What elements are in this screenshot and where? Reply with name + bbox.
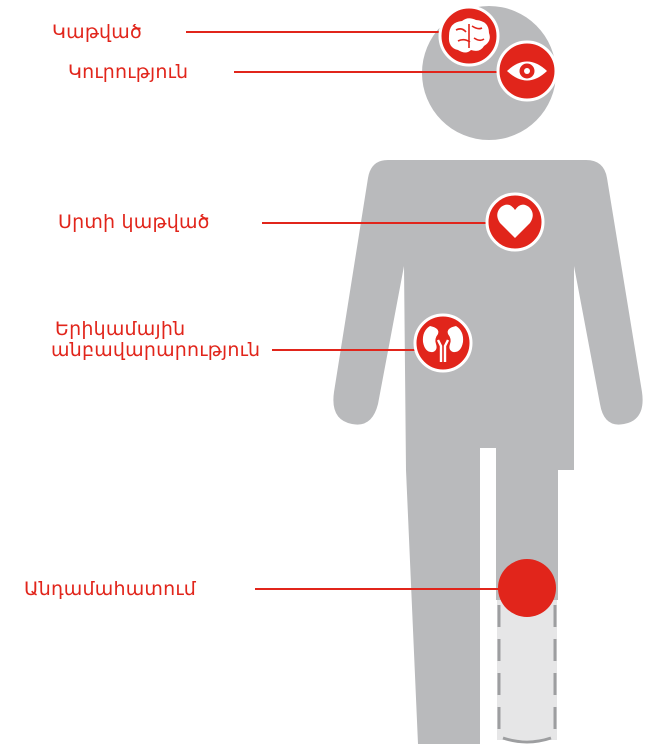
eye-icon [498, 42, 556, 100]
brain-icon [440, 7, 498, 65]
leg-gap [480, 448, 496, 744]
kidneys-icon [415, 315, 471, 371]
amputation-marker [498, 559, 556, 617]
amputated-leg [497, 600, 557, 740]
heart-attack-label: Սրտի կաթված [58, 209, 210, 235]
stroke-label: Կաթված [52, 19, 142, 45]
kidney-failure-label-line2: անբավարարություն [51, 337, 260, 363]
amputation-label: Անդամահատում [24, 576, 196, 602]
blindness-label: Կուրություն [68, 59, 188, 85]
heart-icon [487, 194, 543, 250]
